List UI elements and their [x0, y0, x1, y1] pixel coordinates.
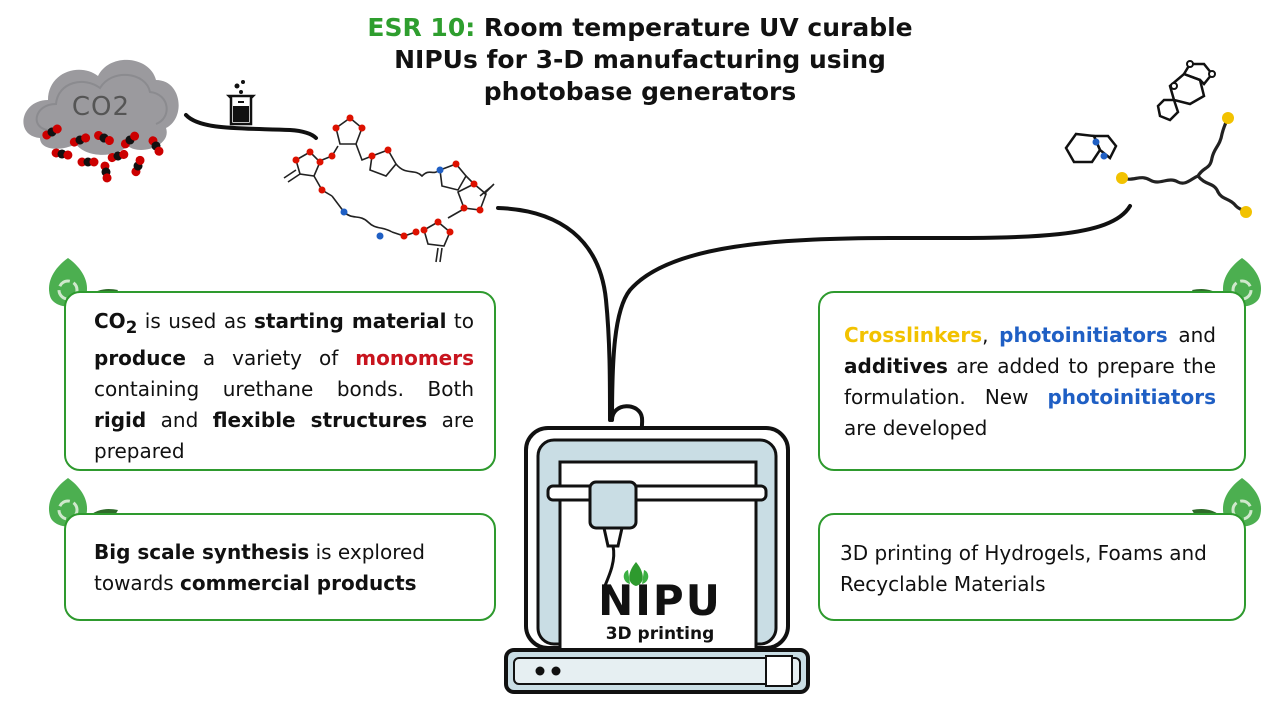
crosslinkers-term: Crosslinkers — [844, 323, 983, 347]
co2-molecules — [42, 124, 164, 183]
co2-info-box: CO2 is used as starting material to prod… — [64, 291, 496, 471]
text-run: is used as — [137, 309, 254, 333]
co2-cloud — [23, 59, 179, 183]
co2-cloud-label: CO2 — [71, 92, 131, 122]
text-run: is explored towards — [94, 540, 425, 595]
text-run: are prepared — [94, 408, 475, 463]
nipu-logo-text: NIPU — [598, 576, 722, 625]
crosslinker-endgroups — [1116, 112, 1252, 218]
formulation-feed-line — [610, 204, 1132, 422]
photoinitiator-molecule — [1156, 62, 1214, 122]
printing-info-box: 3D printing of Hydrogels, Foams and Recy… — [818, 513, 1246, 621]
text-run: are developed — [844, 416, 988, 440]
title-line3: photobase generators — [483, 77, 797, 106]
co2-term: CO2 — [94, 309, 138, 337]
title-line1: Room temperature UV curable — [475, 13, 913, 42]
big-scale-term: Big scale synthesis — [94, 540, 310, 564]
text-run: are added to prepare the formulation. Ne… — [844, 354, 1216, 409]
monomers-term: monomers — [355, 346, 474, 370]
text-run: to — [446, 309, 474, 333]
formulation-info-box: Crosslinkers, photoinitiators and additi… — [818, 291, 1246, 471]
scale-info-text: Big scale synthesis is explored towards … — [94, 537, 474, 599]
dbu-nitrogen — [1092, 138, 1100, 146]
commercial-products-term: commercial products — [180, 571, 417, 595]
page-title: ESR 10: Room temperature UV curable NIPU… — [300, 12, 980, 108]
monomer-atoms — [292, 114, 484, 240]
printing-info-text: 3D printing of Hydrogels, Foams and Recy… — [840, 541, 1207, 596]
beaker-icon — [225, 80, 257, 126]
photoinitiator-atoms — [1170, 60, 1216, 90]
photoinitiators-term: photoinitiators — [999, 323, 1168, 347]
starting-material-term: starting material — [254, 309, 447, 333]
co2-info-text: CO2 is used as starting material to prod… — [94, 306, 474, 467]
flexible-structures-term: flexible structures — [212, 408, 428, 432]
dbu-molecule — [1064, 132, 1118, 164]
cloud-connector-line — [184, 113, 318, 140]
scale-info-box: Big scale synthesis is explored towards … — [64, 513, 496, 621]
printer-icon — [504, 404, 810, 694]
new-photoinitiators-term: photoinitiators — [1047, 385, 1216, 409]
text-run: and — [1167, 323, 1216, 347]
rigid-term: rigid — [94, 408, 147, 432]
formulation-info-text: Crosslinkers, photoinitiators and additi… — [844, 320, 1216, 444]
nipu-logo-icon — [623, 562, 649, 586]
monomer-feed-line — [496, 206, 612, 422]
text-run: , — [982, 323, 1000, 347]
title-accent: ESR 10: — [367, 13, 476, 42]
text-run: and — [146, 408, 213, 432]
produce-term: produce — [94, 346, 186, 370]
nipu-sub-text: 3D printing — [605, 624, 715, 644]
title-line2: NIPUs for 3-D manufacturing using — [394, 45, 886, 74]
crosslinker-molecule — [1121, 117, 1248, 214]
text-run: containing urethane bonds. Both — [94, 377, 474, 401]
dbu-nitrogen — [1100, 152, 1108, 160]
additives-term: additives — [844, 354, 948, 378]
text-run: a variety of — [185, 346, 356, 370]
